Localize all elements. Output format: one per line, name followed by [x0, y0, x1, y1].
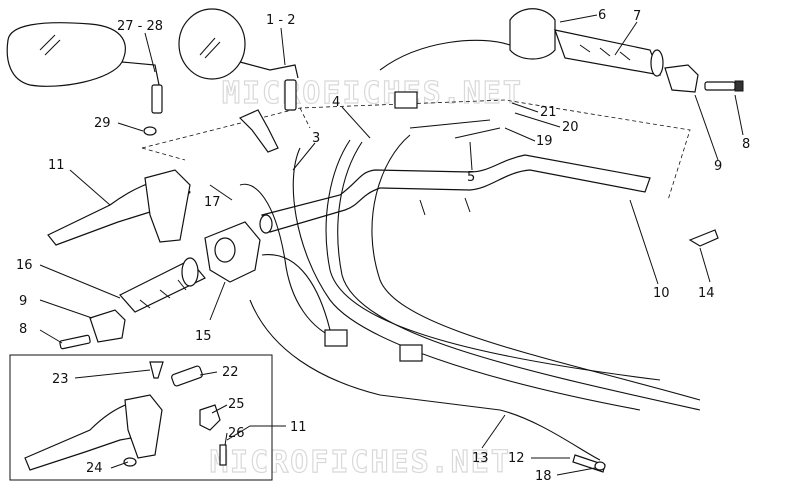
callout-16: 16	[16, 258, 33, 273]
cable-clip-14	[688, 229, 719, 247]
watermark-top: MICROFICHES.NET	[222, 76, 523, 111]
callout-27-28: 27 - 28	[117, 19, 163, 34]
callout-6: 6	[598, 8, 606, 23]
callout-11-inset: 11	[290, 420, 307, 435]
leader-lines	[39, 14, 744, 476]
bar-end-right	[664, 64, 744, 93]
callout-labels: 27 - 28 1 - 2 6 7 29 4 21 20 19 8 9 3 5 …	[16, 8, 750, 484]
cables	[239, 39, 701, 461]
callout-9-left: 9	[19, 294, 27, 309]
callout-23: 23	[52, 372, 69, 387]
right-mirror	[178, 8, 299, 111]
connector-mid	[324, 329, 348, 347]
callout-17: 17	[204, 195, 221, 210]
callout-20: 20	[562, 120, 579, 135]
bar-end-left	[59, 309, 126, 350]
callout-21: 21	[540, 105, 557, 120]
washer-29	[143, 126, 157, 136]
callout-19: 19	[536, 134, 553, 149]
callout-7: 7	[633, 9, 641, 24]
callout-9-top: 9	[714, 159, 722, 174]
clutch-bracket	[238, 109, 279, 153]
cap-18	[594, 461, 606, 471]
callout-8-top: 8	[742, 137, 750, 152]
callout-1-2: 1 - 2	[266, 13, 296, 28]
left-switch	[204, 221, 261, 283]
callout-25: 25	[228, 397, 245, 412]
inset-box	[9, 354, 273, 481]
callout-18: 18	[535, 469, 552, 484]
handlebar	[259, 154, 651, 234]
callout-14: 14	[698, 286, 715, 301]
callout-29: 29	[94, 116, 111, 131]
callout-10: 10	[653, 286, 670, 301]
callout-4: 4	[332, 95, 340, 110]
callout-13: 13	[472, 451, 489, 466]
callout-22: 22	[222, 365, 239, 380]
callout-12: 12	[508, 451, 525, 466]
callout-8-left: 8	[19, 322, 27, 337]
callout-5: 5	[467, 170, 475, 185]
callout-24: 24	[86, 461, 103, 476]
callout-3: 3	[312, 131, 320, 146]
watermark-bottom: MICROFICHES.NET	[210, 445, 511, 480]
connector-low	[399, 344, 423, 362]
callout-26: 26	[228, 426, 245, 441]
throttle-assembly	[509, 8, 664, 77]
connector-top	[394, 91, 418, 109]
left-grip	[119, 257, 206, 313]
left-mirror	[6, 22, 163, 114]
callout-15: 15	[195, 329, 212, 344]
left-lever	[47, 169, 191, 246]
callout-11-top: 11	[48, 158, 65, 173]
